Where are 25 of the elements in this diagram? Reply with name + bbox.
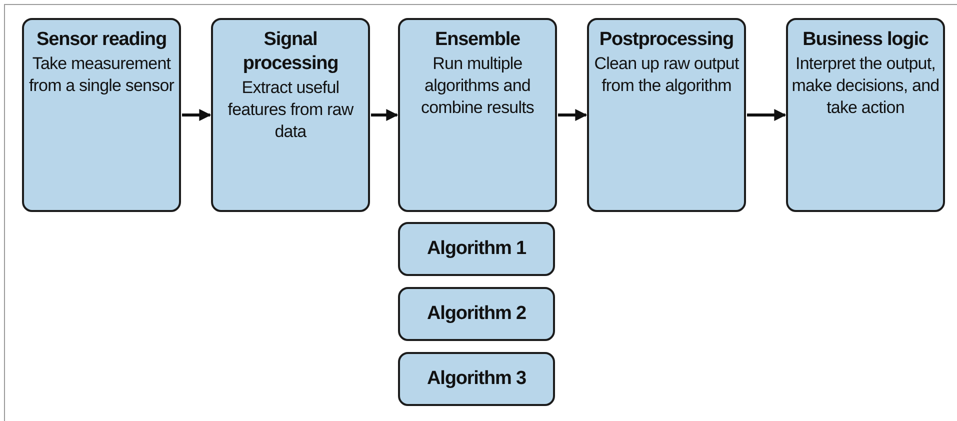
box-title: Sensor reading xyxy=(36,28,166,52)
process-box xyxy=(211,18,370,212)
process-box xyxy=(786,18,945,212)
box-label: Algorithm 2 xyxy=(427,302,526,326)
arrow xyxy=(558,109,588,121)
box-title: Signal processing xyxy=(242,28,340,76)
box-title: Business logic xyxy=(802,28,928,52)
algorithm-box xyxy=(398,287,555,341)
box-description: Clean up raw output from the algorithm xyxy=(593,53,740,97)
box-description: Extract useful features from raw data xyxy=(226,77,355,143)
box-title: Ensemble xyxy=(435,28,520,52)
arrow xyxy=(371,109,398,121)
algorithm-box xyxy=(398,222,555,276)
box-description: Interpret the output, make decisions, and take action xyxy=(791,53,940,119)
process-box xyxy=(587,18,746,212)
algorithm-box xyxy=(398,352,555,406)
box-label: Algorithm 1 xyxy=(427,237,526,261)
process-box xyxy=(398,18,557,212)
box-description: Take measurement from a single sensor xyxy=(28,53,176,97)
box-label: Algorithm 3 xyxy=(427,367,526,391)
arrow xyxy=(182,109,212,121)
box-title: Postprocessing xyxy=(599,28,734,52)
arrow xyxy=(747,109,786,121)
box-description: Run multiple algorithms and combine results xyxy=(420,53,536,119)
process-box xyxy=(22,18,181,212)
